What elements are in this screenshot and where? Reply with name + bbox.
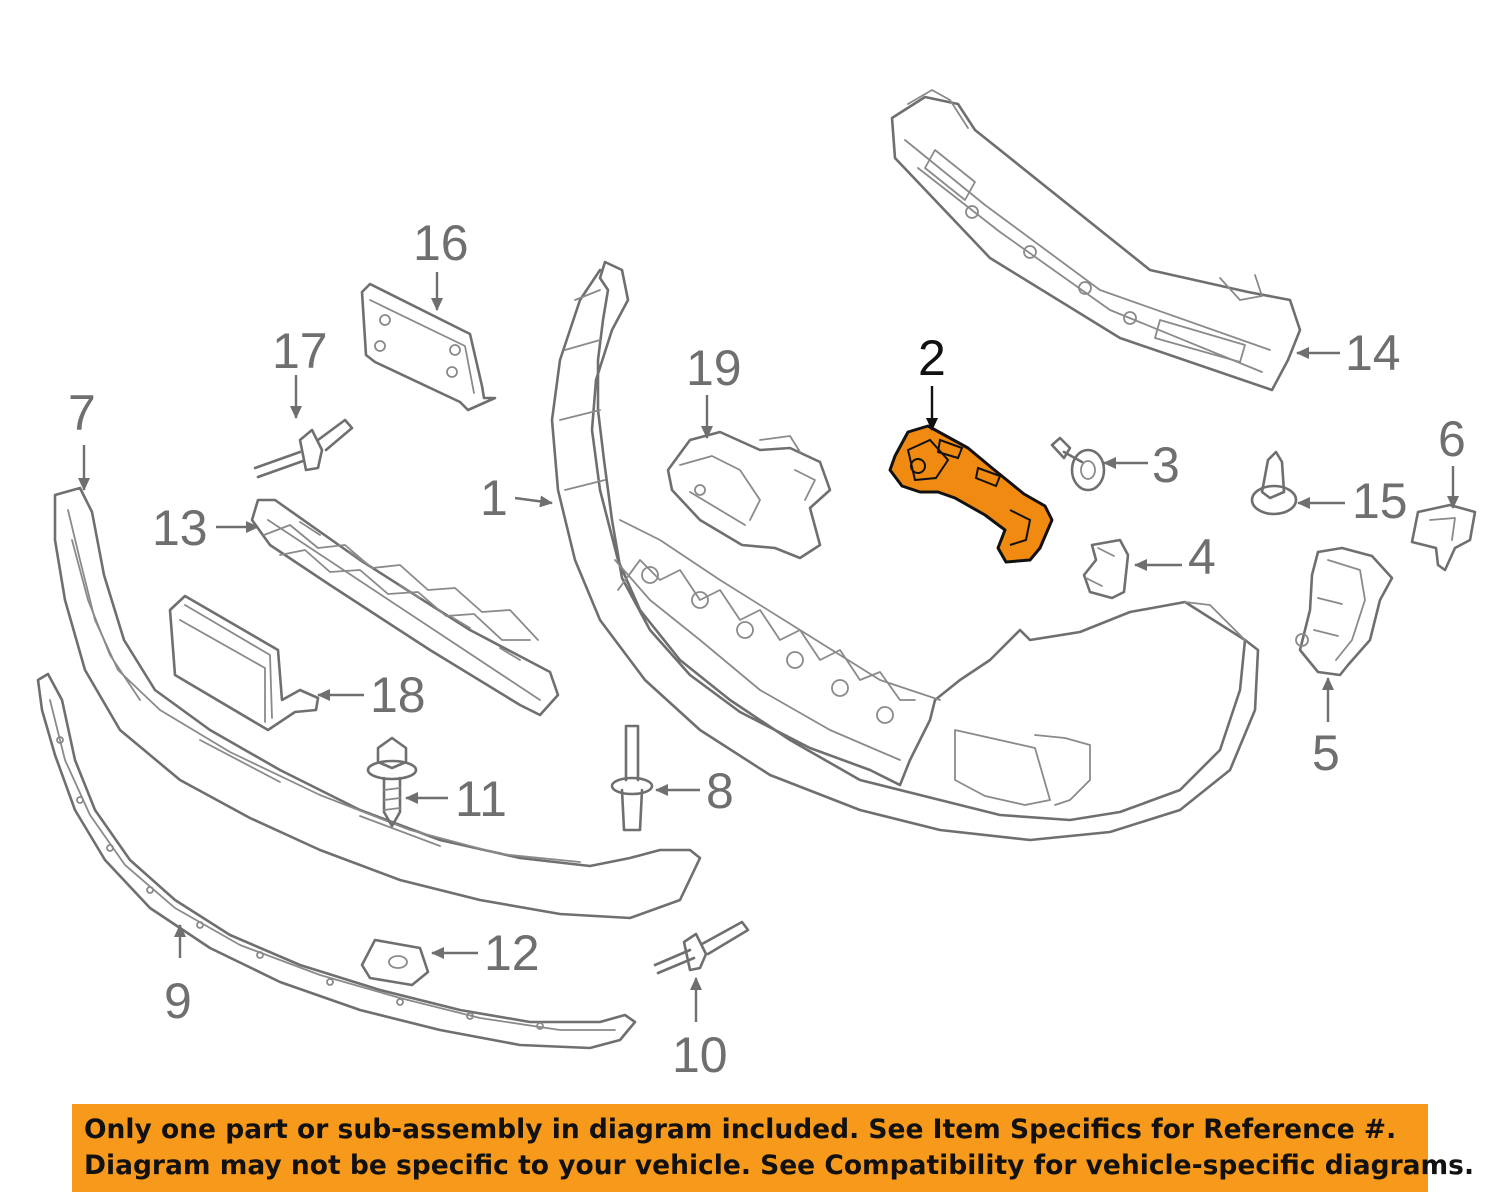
callout-label-14: 14	[1345, 325, 1401, 381]
license-plate-bracket-part	[360, 282, 497, 412]
push-pin-part	[1250, 450, 1298, 516]
callout-label-4: 4	[1188, 529, 1216, 585]
callout-label-7: 7	[68, 385, 96, 441]
callout-label-17: 17	[272, 323, 328, 379]
callout-label-13: 13	[152, 500, 208, 556]
callout-label-5: 5	[1312, 725, 1340, 781]
callout-label-11: 11	[455, 771, 507, 827]
notice-banner: Only one part or sub-assembly in diagram…	[72, 1104, 1475, 1192]
bumper-cover-part	[550, 260, 1260, 842]
sensor-module-part	[168, 594, 320, 732]
lower-deflector-part	[36, 672, 637, 1050]
notice-line-2: Diagram may not be specific to your vehi…	[84, 1150, 1475, 1181]
callout-label-6: 6	[1438, 411, 1466, 467]
side-guide-bracket-part	[1295, 546, 1394, 677]
callout-label-2: 2	[918, 330, 946, 386]
spacer-clip-part	[1082, 538, 1130, 600]
callout-label-10: 10	[672, 1027, 728, 1083]
parts-diagram: 1 2 3 4 5 6 7 8 9 10 11 12 13 14 15 16 1…	[36, 89, 1477, 1083]
callout-label-8: 8	[706, 763, 734, 819]
callout-label-15: 15	[1352, 473, 1408, 529]
callout-label-1: 1	[480, 470, 508, 526]
rivet-part-8	[610, 724, 654, 832]
reinforcement-bar-part	[890, 89, 1302, 392]
push-pin-clip-part	[1050, 436, 1106, 492]
rivet-part-17	[253, 418, 354, 479]
retainer-clip-part	[1410, 503, 1477, 572]
callout-label-3: 3	[1152, 437, 1180, 493]
callout-label-19: 19	[686, 340, 742, 396]
callout-label-9: 9	[164, 973, 192, 1029]
notice-line-1: Only one part or sub-assembly in diagram…	[84, 1114, 1397, 1145]
callout-label-18: 18	[370, 667, 426, 723]
callout-label-16: 16	[413, 215, 469, 271]
grille-part	[250, 498, 560, 717]
rivet-part-10	[653, 920, 750, 975]
callout-label-12: 12	[484, 925, 540, 981]
bolt-part	[366, 736, 418, 828]
lower-valance-part	[53, 486, 702, 920]
u-nut-part	[360, 938, 430, 987]
bracket-part-highlighted	[888, 424, 1054, 564]
absorber-bracket-part	[666, 430, 832, 560]
callout-line-1	[514, 495, 553, 508]
